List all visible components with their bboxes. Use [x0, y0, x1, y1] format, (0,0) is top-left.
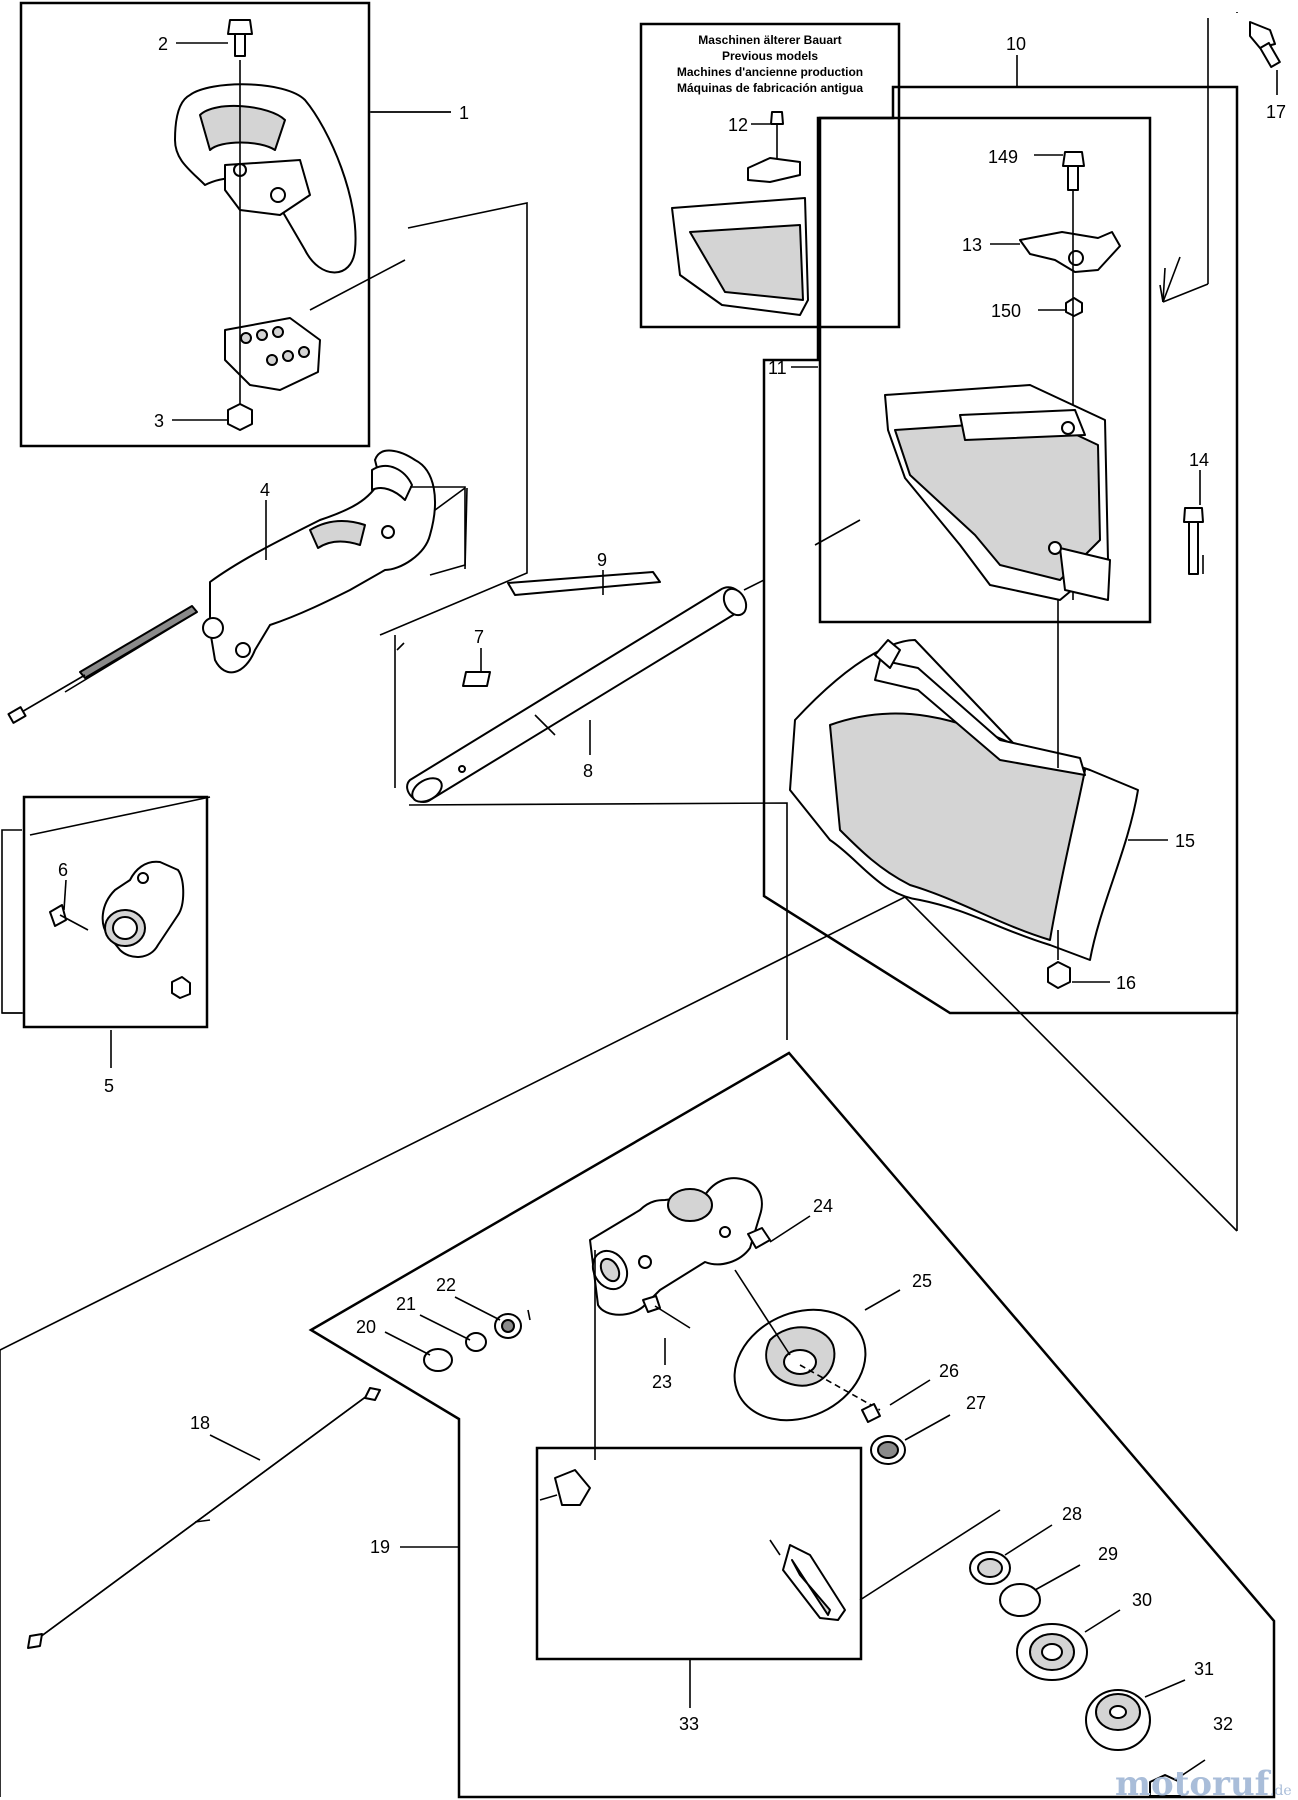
- gear-bolt: [747, 1227, 771, 1249]
- guard-nut: [1047, 961, 1071, 989]
- label-25: 25: [912, 1271, 932, 1291]
- label-22: 22: [436, 1275, 456, 1295]
- ring-21: [465, 1332, 487, 1352]
- drive-shaft: [27, 1387, 381, 1649]
- label-21: 21: [396, 1294, 416, 1314]
- handle-clamp-upper: [224, 159, 311, 216]
- shaft-clamp: [49, 860, 191, 999]
- nut-32: [1149, 1774, 1181, 1797]
- label-2: 2: [158, 34, 168, 54]
- label-14: 14: [1189, 450, 1209, 470]
- label-4: 4: [260, 480, 270, 500]
- label-30: 30: [1132, 1590, 1152, 1610]
- label-31: 31: [1194, 1659, 1214, 1679]
- gear-shaft: [782, 1544, 846, 1621]
- label-33: 33: [679, 1714, 699, 1734]
- loop-handle-assembly: [174, 19, 406, 431]
- label-26: 26: [939, 1361, 959, 1381]
- label-27: 27: [966, 1393, 986, 1413]
- clamp-bolt: [1249, 21, 1276, 49]
- label-7: 7: [474, 627, 484, 647]
- previous-models-note: Maschinen älterer Bauart Previous models…: [671, 33, 863, 316]
- label-20: 20: [356, 1317, 376, 1337]
- label-23: 23: [652, 1372, 672, 1392]
- housing-screw: [642, 1295, 661, 1313]
- label-19: 19: [370, 1537, 390, 1557]
- label-149: 149: [988, 147, 1018, 167]
- label-28: 28: [1062, 1504, 1082, 1524]
- clamp-nut: [171, 976, 191, 999]
- guard-bolt: [1183, 507, 1204, 523]
- label-18: 18: [190, 1413, 210, 1433]
- label-24: 24: [813, 1196, 833, 1216]
- label-10: 10: [1006, 34, 1026, 54]
- label-12: 12: [728, 115, 748, 135]
- shaft-tube-upper: [406, 586, 744, 803]
- disc-screw: [861, 1403, 881, 1423]
- note-line-1: Maschinen älterer Bauart: [698, 33, 841, 47]
- label-29: 29: [1098, 1544, 1118, 1564]
- guard-bracket: [1019, 231, 1121, 273]
- clamp-bolt: [49, 904, 67, 927]
- shaft-pin: [462, 671, 491, 687]
- label-8: 8: [583, 761, 593, 781]
- gear-housing: [589, 1177, 763, 1316]
- watermark-suffix: .de: [1270, 1783, 1292, 1799]
- note-line-3: Machines d'ancienne production: [677, 65, 863, 79]
- old-guard-bracket: [747, 157, 801, 183]
- part-labels: 1 2 3 4 5 6 7 8 9 10 11 12 13 14 15 16 1…: [58, 34, 1286, 1734]
- handle-bolt: [227, 19, 253, 35]
- ring-29: [999, 1583, 1041, 1617]
- label-9: 9: [597, 550, 607, 570]
- label-16: 16: [1116, 973, 1136, 993]
- decal: [507, 571, 661, 596]
- label-15: 15: [1175, 831, 1195, 851]
- pinion: [554, 1469, 591, 1506]
- note-line-2: Previous models: [722, 49, 818, 63]
- label-13: 13: [962, 235, 982, 255]
- note-line-4: Máquinas de fabricación antigua: [677, 81, 863, 95]
- label-6: 6: [58, 860, 68, 880]
- label-150: 150: [991, 301, 1021, 321]
- watermark-brand: motoruf: [1115, 1764, 1272, 1800]
- circlip-20: [423, 1348, 453, 1372]
- label-5: 5: [104, 1076, 114, 1096]
- label-3: 3: [154, 411, 164, 431]
- shaft-tubes: [406, 519, 861, 803]
- label-1: 1: [459, 103, 469, 123]
- leader-lines: [63, 42, 1278, 1781]
- label-32: 32: [1213, 1714, 1233, 1734]
- label-17: 17: [1266, 102, 1286, 122]
- guard-assembly: [789, 21, 1281, 989]
- handle-nut: [227, 403, 253, 431]
- label-11: 11: [768, 358, 787, 378]
- gear-head-assembly: [423, 1177, 1181, 1797]
- throttle-handle: [7, 449, 466, 724]
- watermark: motoruf .de: [1115, 1764, 1292, 1800]
